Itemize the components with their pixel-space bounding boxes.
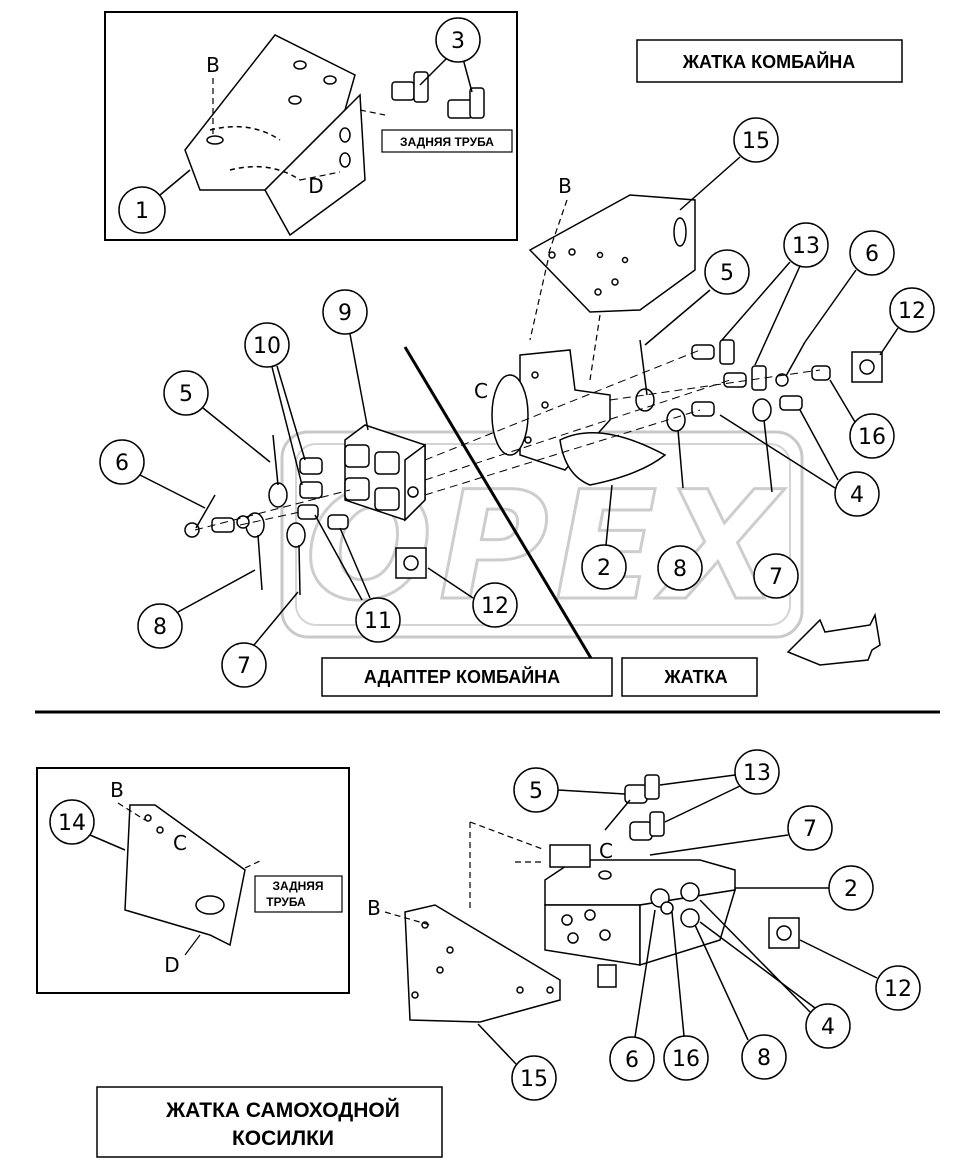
rear-tube-label-bottom-2: ТРУБА bbox=[266, 895, 306, 909]
letter-c-bottom-inset: C bbox=[173, 831, 187, 855]
combine-header-title: ЖАТКА КОМБАЙНА bbox=[682, 51, 856, 72]
combine-adapter-label: АДАПТЕР КОМБАЙНА bbox=[364, 666, 560, 687]
callout-15-top: 15 bbox=[742, 129, 770, 154]
rear-tube-label: ЗАДНЯЯ ТРУБА bbox=[400, 135, 494, 149]
plate-part-15-bottom bbox=[404, 904, 561, 1023]
letter-b-bottom-main: B bbox=[367, 896, 381, 920]
rear-tube-label-bottom-1: ЗАДНЯЯ bbox=[272, 879, 323, 893]
windrower-title-line-2: КОСИЛКИ bbox=[232, 1127, 334, 1150]
plate-part-15-top bbox=[528, 194, 696, 313]
letter-d-bottom-inset: D bbox=[164, 953, 179, 977]
windrower-title-box bbox=[96, 1086, 443, 1158]
callouts-top: 15 5 13 6 12 16 4 9 10 5 6 bbox=[99, 117, 935, 688]
combine-adapter-label-box bbox=[321, 657, 613, 697]
fittings-part-11 bbox=[297, 504, 349, 530]
callout-7-top-right: 7 bbox=[769, 565, 783, 590]
coupler-part-2 bbox=[491, 349, 667, 486]
callout-5-top-right: 5 bbox=[720, 261, 734, 286]
letter-b-main: B bbox=[558, 174, 572, 198]
fitting-part-3b bbox=[447, 87, 485, 119]
callout-6-top-right: 6 bbox=[865, 242, 879, 267]
callout-5-top-left: 5 bbox=[179, 382, 193, 407]
callout-3-circle bbox=[435, 17, 481, 63]
direction-arrow-icon bbox=[786, 612, 881, 666]
combine-header-title-box bbox=[636, 39, 903, 83]
callout-8-top-left: 8 bbox=[153, 615, 167, 640]
callout-1-circle bbox=[118, 186, 166, 234]
callout-11: 11 bbox=[364, 609, 392, 634]
adapter-header-separator bbox=[403, 346, 612, 691]
left-small-parts bbox=[184, 482, 306, 548]
callout-9: 9 bbox=[338, 301, 352, 326]
rear-tube-label-box-bottom bbox=[254, 875, 343, 913]
callout-1: 1 bbox=[135, 199, 149, 224]
callout-5-bottom: 5 bbox=[529, 779, 543, 804]
fittings-bottom bbox=[624, 774, 700, 928]
fittings-part-10 bbox=[299, 457, 323, 499]
callout-13-bottom: 13 bbox=[743, 761, 771, 786]
callout-14: 14 bbox=[58, 811, 86, 836]
adapter-block-part-9 bbox=[344, 424, 426, 522]
callout-6-bottom: 6 bbox=[625, 1048, 639, 1073]
callout-8-bottom: 8 bbox=[757, 1046, 771, 1071]
callout-6-top-left: 6 bbox=[115, 451, 129, 476]
callout-4-top: 4 bbox=[850, 483, 864, 508]
callouts-bottom: 5 13 7 2 12 4 6 16 8 15 bbox=[477, 749, 921, 1101]
callout-8-top-right: 8 bbox=[673, 557, 687, 582]
right-small-parts bbox=[635, 339, 831, 432]
header-label: ЖАТКА bbox=[663, 667, 727, 687]
callout-12-top-left: 12 bbox=[481, 594, 509, 619]
inset-top: ЗАДНЯЯ ТРУБА B D 1 3 bbox=[104, 11, 518, 241]
callout-7-top-left: 7 bbox=[237, 654, 251, 679]
header-label-box bbox=[621, 657, 758, 697]
bracket-part-1 bbox=[184, 34, 366, 237]
letter-b-bottom-inset: B bbox=[110, 778, 124, 802]
rear-tube-label-box bbox=[381, 129, 513, 153]
coupler-part-2-bottom bbox=[544, 844, 737, 988]
fitting-part-3a bbox=[391, 71, 429, 103]
callout-15-bottom: 15 bbox=[520, 1067, 548, 1092]
letter-d-top: D bbox=[308, 174, 323, 198]
windrower-title-line-1: ЖАТКА САМОХОДНОЙ bbox=[165, 1098, 400, 1122]
callout-2-top: 2 bbox=[597, 556, 611, 581]
callout-16-bottom: 16 bbox=[672, 1047, 700, 1072]
letter-c-main: C bbox=[474, 379, 488, 403]
callout-16-top: 16 bbox=[858, 425, 886, 450]
nut-part-12-box-bottom bbox=[768, 917, 800, 949]
callout-12-bottom: 12 bbox=[884, 977, 912, 1002]
inset-bottom: ЗАДНЯЯ ТРУБА B C D 14 bbox=[36, 767, 350, 994]
callout-4-bottom: 4 bbox=[821, 1015, 835, 1040]
callout-7-bottom: 7 bbox=[803, 817, 817, 842]
callout-12-top-right: 12 bbox=[898, 299, 926, 324]
callout-2-bottom: 2 bbox=[844, 877, 858, 902]
callout-13-top: 13 bbox=[792, 234, 820, 259]
callout-10: 10 bbox=[253, 334, 281, 359]
letter-b-top: B bbox=[206, 53, 220, 77]
callout-3: 3 bbox=[451, 29, 465, 54]
plate-part-14 bbox=[124, 804, 246, 947]
letter-c-bottom-main: C bbox=[599, 839, 613, 863]
